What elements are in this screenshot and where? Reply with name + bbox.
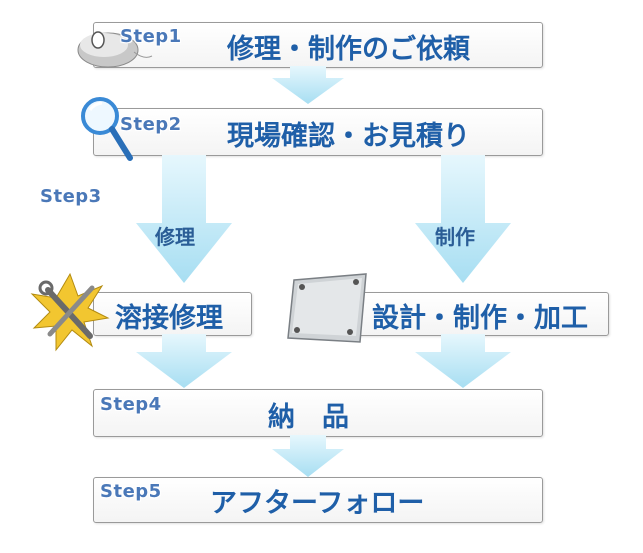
make-title: 設計・制作・加工 [372,303,588,334]
computer-mouse-icon [74,20,154,76]
arrow-step1-step2 [272,66,344,104]
step2-label: Step2 [120,114,182,135]
step4-box [93,389,543,437]
step5-label: Step5 [100,481,162,502]
step3-label: Step3 [40,186,102,207]
arrow-make-branch [415,155,511,283]
repair-branch-label: 修理 [155,225,195,249]
step4-label: Step4 [100,394,162,415]
make-box [347,292,609,336]
repair-title: 溶接修理 [115,303,223,334]
make-branch-label: 制作 [435,225,475,249]
step5-box [93,477,543,523]
arrow-step4-step5 [272,435,344,477]
wrench-screwdriver-icon [30,272,110,356]
step5-title: アフターフォロー [210,488,425,519]
arrow-make-step4 [415,334,511,388]
arrow-repair-branch [136,155,232,283]
metal-plate-icon [284,272,374,352]
step4-title: 納 品 [268,402,349,433]
step1-box [93,22,543,68]
step2-box [93,108,543,156]
step2-title: 現場確認・お見積り [227,121,470,152]
step1-title: 修理・制作のご依頼 [227,34,470,65]
step1-label: Step1 [120,26,182,47]
arrow-repair-step4 [136,334,232,388]
magnifier-icon [78,94,138,168]
